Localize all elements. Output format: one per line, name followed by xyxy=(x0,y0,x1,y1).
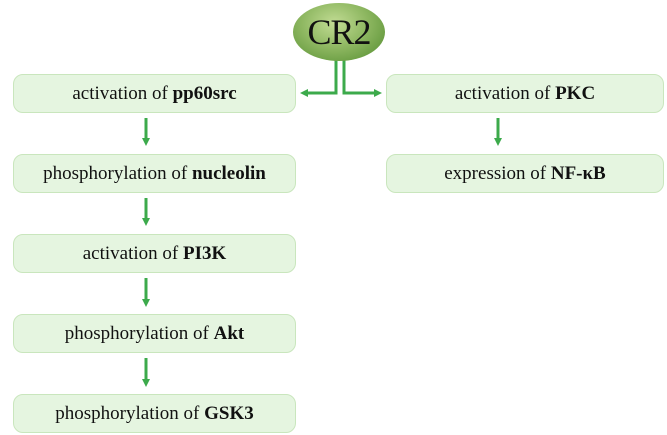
cr2-branch-connector xyxy=(300,60,382,97)
box-target: pp60src xyxy=(172,82,237,104)
box-phosphorylation-gsk3: phosphorylation of GSK3 xyxy=(13,394,296,433)
box-phosphorylation-akt: phosphorylation of Akt xyxy=(13,314,296,353)
box-prefix: expression of xyxy=(444,162,547,184)
box-target: GSK3 xyxy=(204,402,254,424)
box-phosphorylation-nucleolin: phosphorylation of nucleolin xyxy=(13,154,296,193)
box-activation-pi3k: activation of PI3K xyxy=(13,234,296,273)
box-prefix: phosphorylation of xyxy=(64,322,209,344)
box-target: NF-κB xyxy=(550,162,606,184)
cr2-label: CR2 xyxy=(307,12,371,52)
box-prefix: activation of xyxy=(82,242,179,264)
box-target: Akt xyxy=(213,322,245,344)
box-activation-pkc: activation of PKC xyxy=(386,74,664,113)
box-activation-pp60src: activation of pp60src xyxy=(13,74,296,113)
box-prefix: activation of xyxy=(454,82,551,104)
box-target: nucleolin xyxy=(191,162,266,184)
cr2-node: CR2 xyxy=(293,3,385,61)
box-prefix: phosphorylation of xyxy=(55,402,200,424)
box-target: PKC xyxy=(555,82,596,104)
box-target: PI3K xyxy=(182,242,227,264)
box-prefix: phosphorylation of xyxy=(43,162,188,184)
box-expression-nfkb: expression of NF-κB xyxy=(386,154,664,193)
box-prefix: activation of xyxy=(72,82,168,104)
